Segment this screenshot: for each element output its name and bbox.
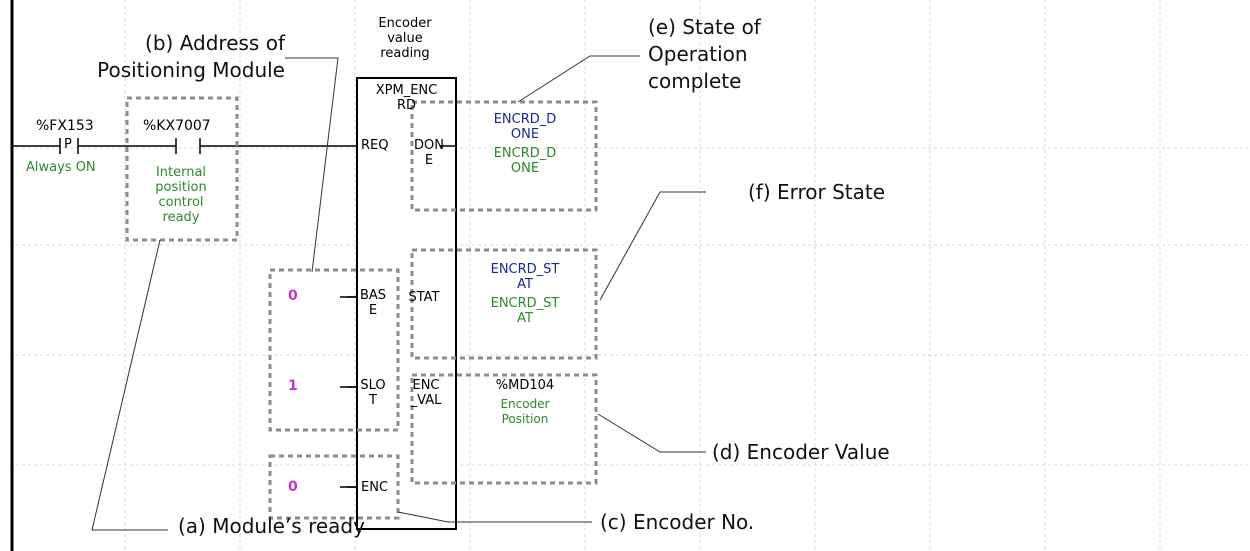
callout-f-error-state: (f) Error State [748,180,886,204]
contact-comment-internal-ready: Internal position control ready [155,165,207,225]
pin-slot: SLO T [360,378,386,408]
output-var-done: ENCRD_D ONE [493,112,557,142]
pin-req: REQ [361,138,389,153]
input-value-enc: 0 [288,479,298,495]
grid-lines [10,0,1250,551]
callout-b-address: (b) Address of Positioning Module [97,31,285,82]
output-comment-encoder-position: Encoder Position [500,397,550,426]
output-comment-done: ENCRD_D ONE [493,146,557,176]
callout-e-operation-complete: (e) State of Operation complete [648,15,761,93]
output-comment-stat: ENCRD_ST AT [490,296,560,326]
pin-enc-val: ENC _VAL [410,378,442,408]
contact-address-fx153: %FX153 [36,118,94,134]
fb-header-comment: Encoder value reading [378,16,432,61]
pin-base: BAS E [359,288,387,318]
rung-wire [12,138,456,488]
output-address-md104: %MD104 [495,378,555,393]
dashed-boxes [125,96,598,520]
output-var-stat: ENCRD_ST AT [490,262,560,292]
fb-name: XPM_ENC RD [375,83,438,113]
pin-stat: STAT [408,290,440,305]
leader-lines [91,55,706,531]
input-value-base: 0 [288,288,298,304]
callout-c-encoder-no: (c) Encoder No. [600,510,755,534]
contact-address-kx7007: %KX7007 [143,118,211,134]
contact-comment-always-on: Always ON [26,160,96,175]
positive-edge-symbol: P [64,137,72,152]
callout-d-encoder-value: (d) Encoder Value [712,440,890,464]
callout-a-module-ready: (a) Module’s ready [178,514,365,538]
pin-done: DON E [414,138,444,168]
pin-enc: ENC [361,480,389,495]
input-value-slot: 1 [288,378,298,394]
